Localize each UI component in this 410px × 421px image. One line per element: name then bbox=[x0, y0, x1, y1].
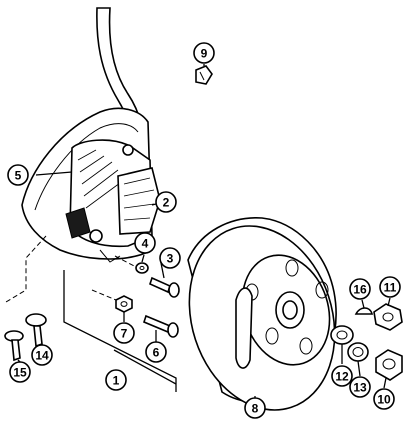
screw-6 bbox=[143, 314, 179, 338]
callout-12: 12 bbox=[331, 365, 353, 387]
stator-assembly bbox=[21, 107, 161, 263]
callout-label: 7 bbox=[121, 327, 128, 341]
callout-label: 3 bbox=[167, 252, 174, 266]
callout-label: 11 bbox=[384, 281, 397, 295]
callout-13: 13 bbox=[349, 376, 371, 398]
callout-label: 8 bbox=[252, 402, 259, 416]
callout-label: 16 bbox=[353, 283, 367, 297]
callout-label: 9 bbox=[201, 47, 208, 61]
callout-label: 12 bbox=[335, 370, 349, 384]
callout-label: 6 bbox=[153, 346, 160, 360]
callout-label: 4 bbox=[142, 237, 149, 251]
nut-10 bbox=[375, 349, 403, 381]
screw-3 bbox=[149, 276, 180, 298]
callout-label: 10 bbox=[377, 393, 391, 407]
callout-5: 5 bbox=[7, 164, 29, 186]
callout-1: 1 bbox=[105, 369, 127, 391]
callout-2: 2 bbox=[155, 191, 177, 213]
bolt-14 bbox=[25, 313, 47, 348]
flywheel-rotor bbox=[187, 217, 337, 411]
nut-7 bbox=[115, 295, 133, 313]
callout-10: 10 bbox=[373, 388, 395, 410]
flange-nut-11 bbox=[373, 303, 403, 331]
callout-label: 14 bbox=[35, 349, 49, 363]
washer-4 bbox=[135, 262, 149, 274]
bolt-15 bbox=[4, 330, 24, 362]
callout-16: 16 bbox=[349, 278, 371, 300]
clip-9 bbox=[195, 65, 213, 85]
washer-12 bbox=[330, 325, 354, 345]
callout-6: 6 bbox=[145, 341, 167, 363]
callout-4: 4 bbox=[134, 232, 156, 254]
callout-11: 11 bbox=[379, 276, 401, 298]
callout-label: 1 bbox=[113, 374, 120, 388]
callout-label: 2 bbox=[163, 196, 170, 210]
callout-9: 9 bbox=[193, 42, 215, 64]
callout-15: 15 bbox=[9, 361, 31, 383]
callout-3: 3 bbox=[159, 247, 181, 269]
callout-label: 15 bbox=[13, 366, 27, 380]
callout-14: 14 bbox=[31, 344, 53, 366]
callout-7: 7 bbox=[113, 322, 135, 344]
guide-lines bbox=[5, 235, 177, 392]
callout-label: 5 bbox=[15, 169, 22, 183]
callout-8: 8 bbox=[244, 397, 266, 419]
woodruff-key-16 bbox=[354, 307, 374, 315]
lock-washer-13 bbox=[347, 342, 369, 362]
callout-label: 13 bbox=[353, 381, 367, 395]
